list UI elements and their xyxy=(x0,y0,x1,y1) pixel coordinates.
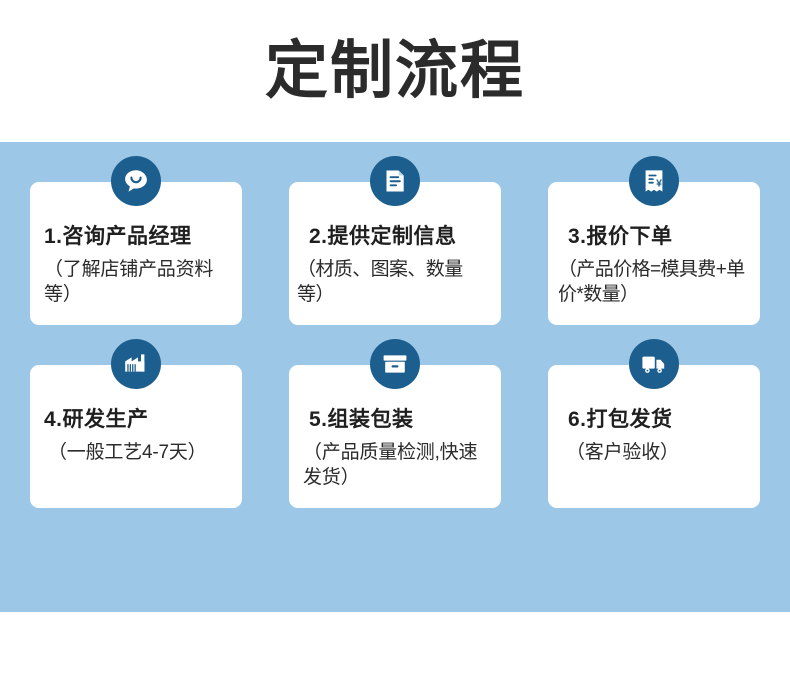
step-description: （客户验收） xyxy=(566,442,679,464)
invoice-yuan-icon: ¥ xyxy=(629,156,679,206)
step-title: 2.提供定制信息 xyxy=(309,225,457,248)
title-area: 定制流程 xyxy=(0,0,790,142)
step-description: （一般工艺4-7天） xyxy=(48,442,207,464)
archive-box-icon xyxy=(370,339,420,389)
steps-grid: 1.咨询产品经理 （了解店铺产品资料等） 2.提供定制信息 （材质、图案、数量等… xyxy=(30,156,760,508)
step-card-5[interactable]: 5.组装包装 （产品质量检测,快速发货） xyxy=(289,339,501,508)
step-description: （了解店铺产品资料等） xyxy=(44,259,214,305)
svg-text:¥: ¥ xyxy=(656,178,662,190)
footer-space xyxy=(0,612,790,692)
document-lines-icon xyxy=(370,156,420,206)
page-title: 定制流程 xyxy=(265,35,525,106)
delivery-truck-icon xyxy=(629,339,679,389)
factory-icon xyxy=(111,339,161,389)
step-card-3[interactable]: ¥ 3.报价下单 （产品价格=模具费+单价*数量） xyxy=(548,156,760,325)
step-description: （产品质量检测,快速发货） xyxy=(303,442,478,488)
step-title: 4.研发生产 xyxy=(44,408,149,431)
step-title: 3.报价下单 xyxy=(568,225,673,248)
step-card-2[interactable]: 2.提供定制信息 （材质、图案、数量等） xyxy=(289,156,501,325)
step-description: （产品价格=模具费+单价*数量） xyxy=(558,259,745,305)
step-title: 5.组装包装 xyxy=(309,408,414,431)
step-card-4[interactable]: 4.研发生产 （一般工艺4-7天） xyxy=(30,339,242,508)
chat-bubble-smile-icon xyxy=(111,156,161,206)
steps-panel: 1.咨询产品经理 （了解店铺产品资料等） 2.提供定制信息 （材质、图案、数量等… xyxy=(0,142,790,612)
step-description: （材质、图案、数量等） xyxy=(297,259,463,305)
step-card-6[interactable]: 6.打包发货 （客户验收） xyxy=(548,339,760,508)
step-title: 6.打包发货 xyxy=(568,408,673,431)
step-title: 1.咨询产品经理 xyxy=(44,225,192,248)
step-card-1[interactable]: 1.咨询产品经理 （了解店铺产品资料等） xyxy=(30,156,242,325)
